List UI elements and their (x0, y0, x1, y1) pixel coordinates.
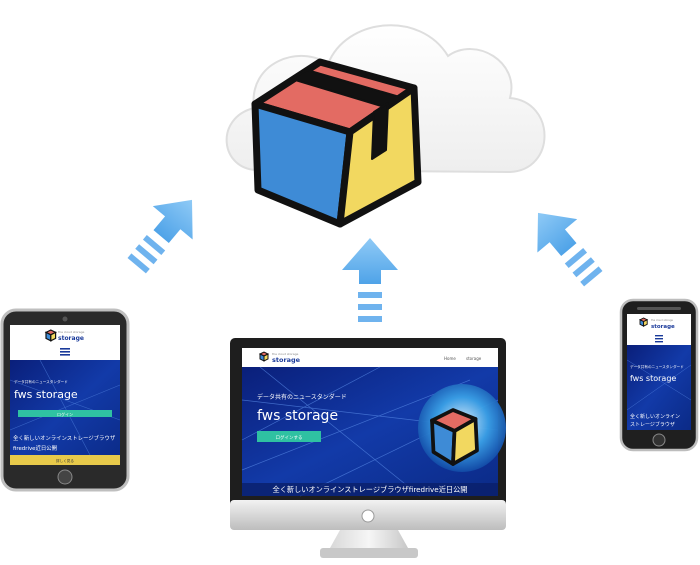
arrow-up-left-right-icon (537, 212, 603, 287)
desktop-brand-tagline: the cloud storage (272, 352, 299, 356)
phone-brand-tagline: the cloud storage (651, 318, 673, 322)
phone-device (619, 298, 699, 452)
camera-icon (62, 316, 68, 322)
monitor-power-icon[interactable] (361, 509, 375, 523)
tablet-news-line1: 全く新しいオンラインストレージブラウザ (13, 434, 116, 442)
phone-hero-sub: データ共有のニュースタンダード (630, 364, 684, 369)
phone-logo-icon (638, 317, 649, 327)
speaker-icon (637, 307, 681, 310)
desktop-hero-sub: データ共有のニュースタンダード (257, 393, 347, 401)
tablet-device (0, 308, 130, 492)
tablet-brand-tagline: the cloud storage (58, 330, 85, 334)
desktop-cta-label: ログインする (276, 434, 303, 441)
tablet-hero-sub: データ共有のニュースタンダード (14, 379, 68, 384)
desktop-cta-button[interactable] (257, 431, 321, 442)
desktop-nav-storage[interactable]: storage (466, 356, 482, 361)
tablet-more-link[interactable]: 詳しく見る (56, 458, 74, 463)
arrow-up-right-left-icon (127, 199, 193, 274)
phone-news-line2: ストレージブラウザ (630, 421, 675, 428)
tablet-logo-icon (44, 329, 57, 342)
phone-home-button-icon[interactable] (652, 433, 666, 447)
phone-menu-icon[interactable] (655, 335, 663, 343)
hamburger-menu-icon[interactable] (60, 348, 70, 356)
desktop-nav-home[interactable]: Home (444, 356, 456, 361)
desktop-monitor (230, 338, 506, 558)
globe-box-icon (430, 408, 479, 466)
desktop-brand-name: storage (272, 356, 301, 364)
phone-news-line1: 全く新しいオンライン (630, 413, 680, 420)
desktop-hero-title: fws storage (257, 408, 338, 424)
home-button-icon[interactable] (57, 469, 73, 485)
phone-hero-title: fws storage (630, 374, 676, 383)
tablet-cta-button[interactable] (18, 410, 112, 417)
tablet-hero-title: fws storage (14, 388, 78, 401)
desktop-news: 全く新しいオンラインストレージブラウザfiredrive近日公開 (273, 485, 468, 494)
desktop-logo-icon (258, 351, 270, 362)
phone-brand-name: storage (651, 324, 675, 330)
tablet-cta-label: ログイン (57, 411, 73, 417)
tablet-news-line2: firedrive近日公開 (13, 444, 57, 452)
box-icon (251, 58, 422, 228)
tablet-brand-name: storage (58, 335, 84, 342)
arrow-up-center-icon (342, 238, 398, 322)
